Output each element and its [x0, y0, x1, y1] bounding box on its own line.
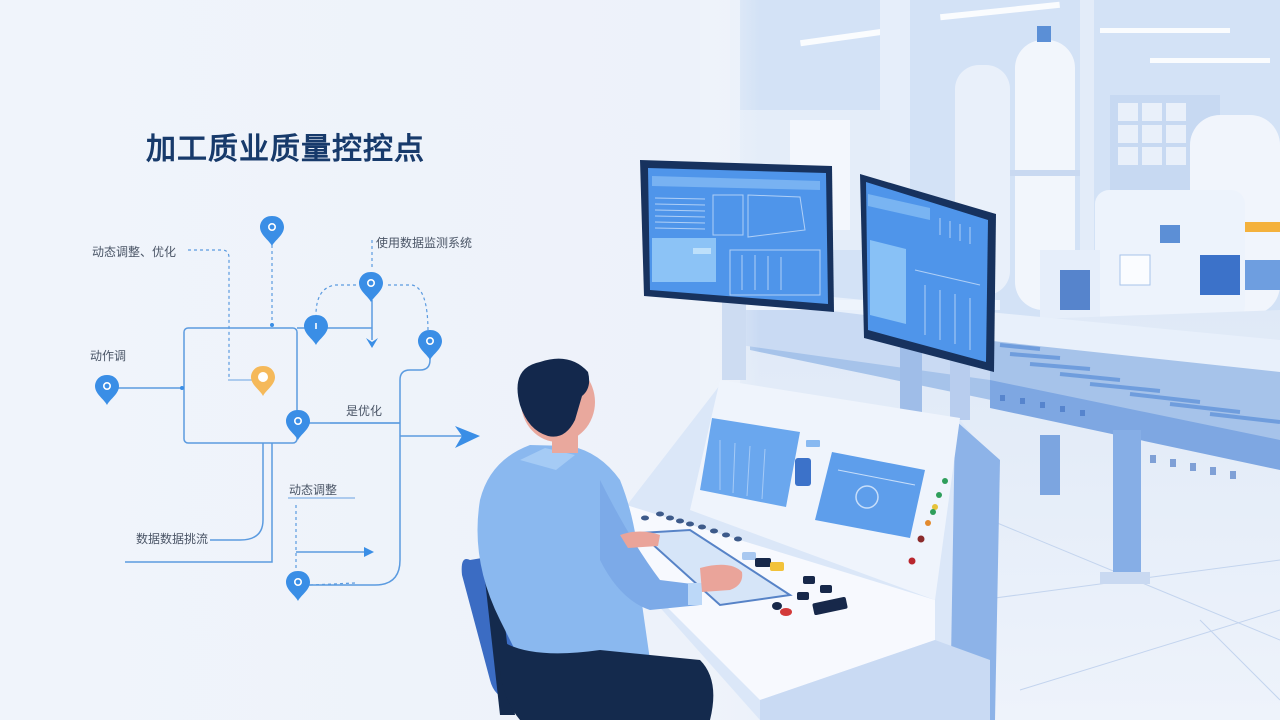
label-top-right: 使用数据监测系统 [376, 236, 473, 250]
console-screen-right [815, 452, 925, 538]
map-pin-left-icon[interactable] [95, 375, 119, 405]
map-pin-right-icon[interactable] [418, 330, 442, 360]
label-top-left: 动态调整、优化 [92, 245, 177, 259]
page-title: 加工质业质量控控点 [146, 132, 425, 167]
control-box [183, 327, 298, 444]
flow-arrow-right-icon [455, 426, 480, 448]
map-pin-top-icon[interactable] [260, 216, 284, 246]
console-screen-left [700, 418, 800, 507]
label-bottom-left: 数据数据挑流 [136, 532, 209, 546]
flow-arrow-small-icon [364, 547, 374, 557]
map-pin-upper-mid-icon[interactable] [359, 272, 383, 302]
label-center-low: 动态调整 [289, 483, 338, 497]
label-left-mid: 动作调 [90, 349, 127, 363]
map-pin-junction-icon[interactable] [304, 315, 328, 345]
map-pin-center-highlight-icon[interactable] [251, 366, 275, 396]
monitor-right [860, 174, 996, 372]
map-pin-box-corner-icon[interactable] [286, 410, 310, 440]
flow-arrow-down-icon [366, 338, 378, 348]
monitor-left [640, 160, 834, 312]
map-pin-bottom-icon[interactable] [286, 571, 310, 601]
label-mid-right: 是优化 [346, 404, 383, 418]
